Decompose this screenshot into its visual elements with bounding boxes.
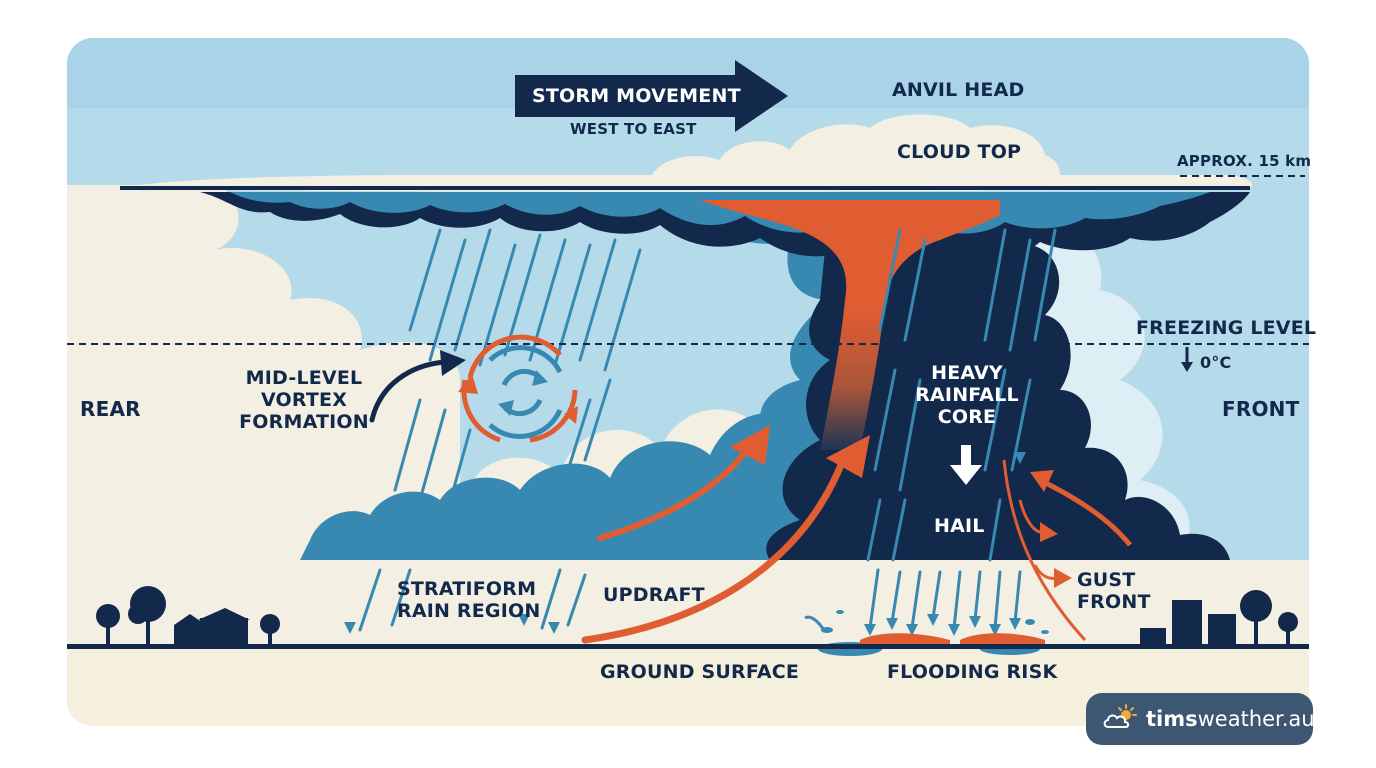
left-landscape: [96, 586, 280, 646]
sun-cloud-icon: [1102, 703, 1138, 735]
mid-level-vortex-label: MID-LEVEL VORTEX FORMATION: [239, 367, 369, 433]
vortex-pointer-arrow: [369, 350, 466, 423]
heavy-rainfall-core-label: HEAVY RAINFALL CORE: [915, 362, 1019, 428]
updraft-column: [700, 200, 1000, 450]
stratiform-cloud-deck: [300, 348, 870, 560]
freezing-level-label: FREEZING LEVEL: [1136, 317, 1317, 339]
updraft-top-spread: [760, 210, 910, 250]
flooding-risk-label: FLOODING RISK: [887, 661, 1058, 683]
anvil-head-label: ANVIL HEAD: [892, 79, 1025, 101]
brand-name: timsweather.au: [1146, 707, 1315, 731]
updraft-label: UPDRAFT: [603, 584, 705, 606]
vortex-symbol: [458, 334, 578, 443]
hail-label: HAIL: [934, 515, 985, 537]
gust-front-label: GUST FRONT: [1077, 569, 1151, 613]
ground-surface-label: GROUND SURFACE: [600, 661, 800, 683]
rear-label: REAR: [80, 397, 141, 421]
storm-movement-arrow: [515, 60, 788, 132]
core-rain: [866, 228, 1057, 630]
freezing-down-arrow: [1181, 347, 1193, 372]
west-to-east-label: WEST TO EAST: [570, 120, 697, 138]
brand-badge: timsweather.au: [1086, 693, 1315, 745]
approx-height-label: APPROX. 15 km: [1177, 152, 1312, 170]
storm-movement-label: STORM MOVEMENT: [532, 85, 741, 107]
front-label: FRONT: [1222, 397, 1300, 421]
stratiform-rain: [358, 228, 642, 632]
zero-c-label: 0°C: [1200, 353, 1232, 372]
cloud-top-dome: [650, 114, 1061, 185]
updraft-arrows: [581, 425, 870, 644]
ground-line: [67, 644, 1309, 649]
stratiform-rain-label: STRATIFORM RAIN REGION: [397, 578, 541, 622]
gust-front-arrows: [1002, 459, 1132, 642]
rear-clear-air: [67, 185, 460, 600]
anvil-shelf-edge: [120, 186, 1250, 190]
right-landscape: [1140, 590, 1298, 646]
hail-down-arrow: [950, 445, 982, 485]
cloud-top-label: CLOUD TOP: [897, 141, 1022, 163]
core-rain-arrows: [864, 452, 1026, 636]
stratiform-rain-arrows: [344, 614, 560, 634]
